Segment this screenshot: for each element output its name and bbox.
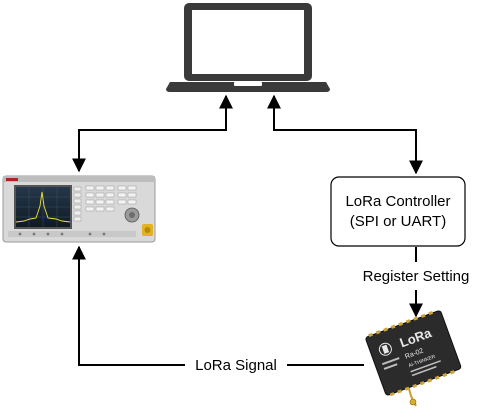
edge-laptop-analyzer (72, 94, 233, 173)
spectrum-analyzer-icon (2, 175, 156, 243)
controller-line1: LoRa Controller (345, 193, 450, 210)
lora-module-icon: LoRa Ra-02 AI-THINKER (365, 310, 462, 407)
laptop-icon (166, 3, 330, 92)
lora-controller-node: LoRa Controller (SPI or UART) (330, 176, 466, 247)
edge-label-register-setting: Register Setting (363, 268, 470, 285)
edge-label-lora-signal: LoRa Signal (195, 357, 277, 374)
edge-laptop-controller (267, 94, 423, 175)
controller-line2: (SPI or UART) (350, 213, 446, 230)
edge-module-analyzer (72, 245, 364, 366)
